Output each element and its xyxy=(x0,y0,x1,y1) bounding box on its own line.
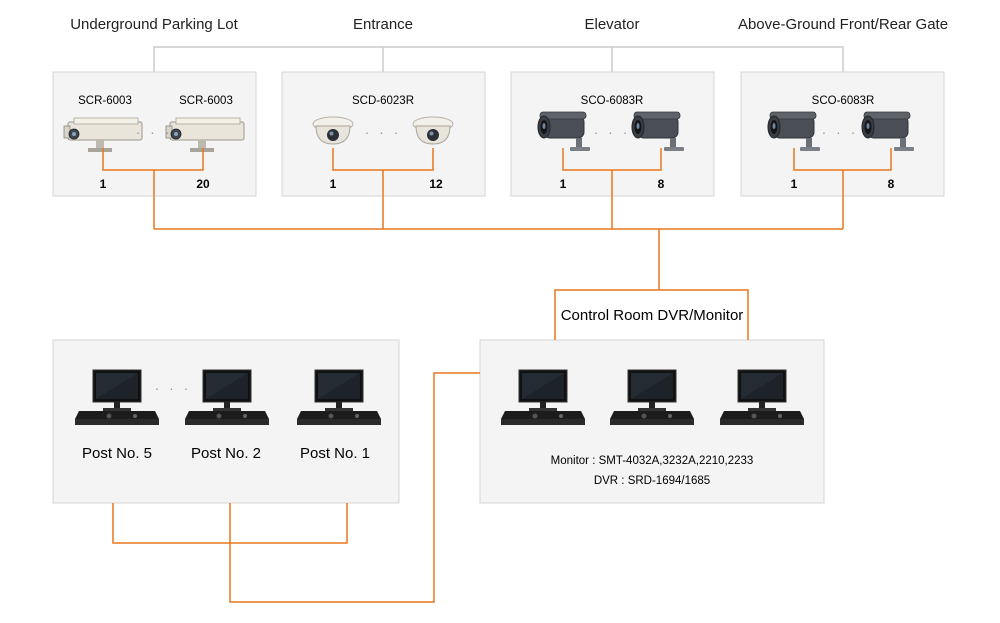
camera-range-start: 1 xyxy=(100,177,107,191)
camera-model-label: SCO-6083R xyxy=(812,95,875,107)
zone-header-bracket xyxy=(153,46,844,72)
monitor-spec: Monitor : SMT-4032A,3232A,2210,2233 xyxy=(551,455,754,467)
camera-range-start: 1 xyxy=(330,177,337,191)
camera-model-label: SCO-6083R xyxy=(581,95,644,107)
zone-title-underground: Underground Parking Lot xyxy=(70,16,238,33)
camera-model-label: SCD-6023R xyxy=(352,95,414,107)
post-label: Post No. 2 xyxy=(191,445,261,462)
zone-title-entrance: Entrance xyxy=(353,16,413,33)
camera-model-label: SCR-6003 xyxy=(78,95,132,107)
ellipsis-dots: · · · xyxy=(365,124,402,140)
zone-title-elevator: Elevator xyxy=(584,16,639,33)
ellipsis-dots: · · · xyxy=(136,124,173,140)
zone-title-gate: Above-Ground Front/Rear Gate xyxy=(738,16,948,33)
control-room-title: Control Room DVR/Monitor xyxy=(561,307,744,324)
camera-range-end: 12 xyxy=(429,177,443,191)
camera-range-start: 1 xyxy=(791,177,798,191)
ellipsis-dots: · · · xyxy=(155,380,192,396)
camera-range-end: 8 xyxy=(658,177,665,191)
camera-range-end: 8 xyxy=(888,177,895,191)
orange-connector-lines xyxy=(102,148,892,603)
camera-range-start: 1 xyxy=(560,177,567,191)
camera-range-end: 20 xyxy=(196,177,210,191)
post-label: Post No. 5 xyxy=(82,445,152,462)
camera-model-label: SCR-6003 xyxy=(179,95,233,107)
dvr-spec: DVR : SRD-1694/1685 xyxy=(594,475,710,487)
post-label: Post No. 1 xyxy=(300,445,370,462)
posts-box: · · · Post No. 5 Post No. 2 Post No. 1 xyxy=(52,339,400,504)
ellipsis-dots: · · · xyxy=(822,124,859,140)
ellipsis-dots: · · · xyxy=(594,124,631,140)
control-room-box: Monitor : SMT-4032A,3232A,2210,2233 DVR … xyxy=(479,339,825,504)
